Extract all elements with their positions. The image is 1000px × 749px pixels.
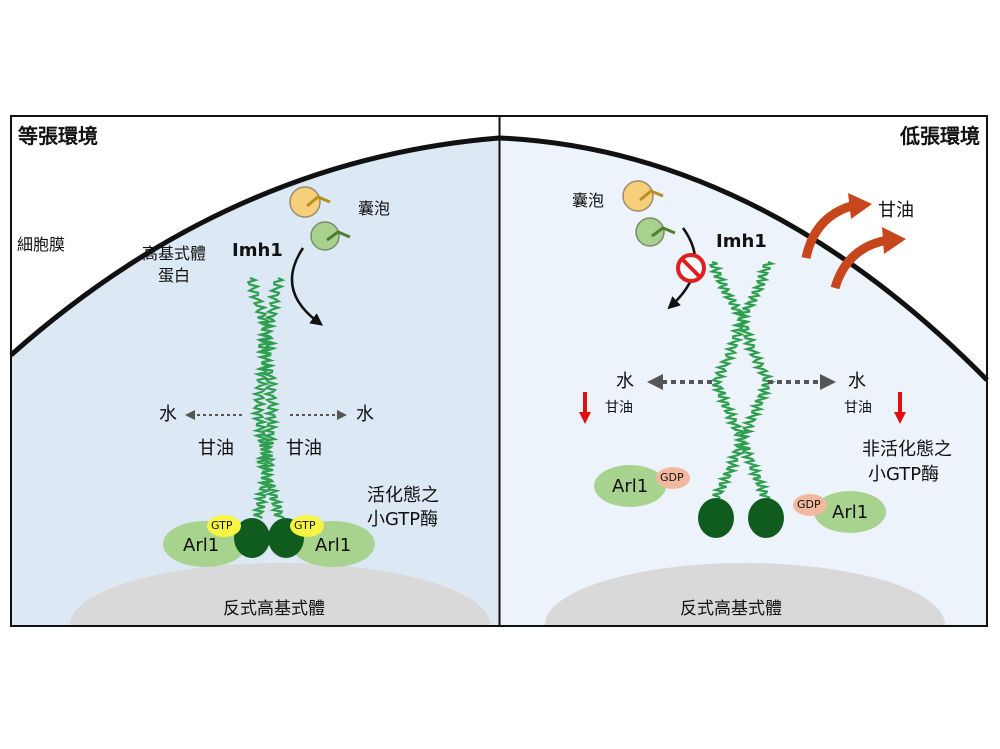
- right-tgn-label: 反式高基式體: [680, 599, 782, 619]
- left-glycerol-right: 甘油: [286, 438, 322, 459]
- vesicle-orange: [289, 186, 321, 218]
- gdp-right-badge: [793, 494, 827, 516]
- right-cell-membrane: [499, 135, 989, 382]
- left-panel: [11, 116, 499, 626]
- left-gtpase-label-line1: 活化態之: [367, 485, 439, 506]
- left-water-left: 水: [159, 404, 177, 425]
- right-gtpase-label-line2: 小GTP酶: [868, 464, 940, 485]
- arl1-left-body: [594, 465, 666, 507]
- vesicle-tail: [326, 230, 351, 242]
- right-imh1-label: Imh1: [716, 231, 767, 252]
- vesicle-tail: [651, 226, 676, 238]
- right-glycerol-right: 甘油: [844, 400, 872, 416]
- left-arl1-complex: [163, 515, 375, 567]
- gdp-left-label: GDP: [660, 471, 684, 484]
- golgin-label-line1: 高基式體: [142, 244, 207, 263]
- glycerol-outflow-arrows: [801, 193, 906, 290]
- left-tgn-label: 反式高基式體: [223, 599, 325, 619]
- right-glycerol-left: 甘油: [605, 400, 633, 416]
- gtp-left-label: GTP: [211, 519, 233, 532]
- left-tgn-body: [70, 563, 490, 626]
- left-panel-title: 等張環境: [18, 124, 98, 148]
- left-imh1-label: Imh1: [232, 240, 283, 261]
- vesicle-orange: [622, 180, 654, 212]
- vesicle-tail: [306, 195, 331, 208]
- left-cell-interior: [11, 138, 499, 626]
- gtp-right-label: GTP: [294, 519, 316, 532]
- arl1-left-label: Arl1: [183, 535, 220, 556]
- arl1-right-label: Arl1: [832, 502, 869, 523]
- arl1-right-body: [814, 491, 886, 533]
- prohibition-icon: [676, 253, 706, 283]
- golgin-head-right: [748, 498, 784, 538]
- left-cell-membrane: [9, 135, 500, 357]
- right-gtpase-label-line1: 非活化態之: [862, 439, 952, 460]
- left-vesicles: [289, 186, 351, 251]
- helix-strand: [708, 260, 750, 499]
- curved-arrow-icon: [290, 247, 324, 326]
- golgin-head-left: [234, 518, 270, 558]
- helix-strand: [254, 277, 286, 520]
- right-arl1-complex: [594, 465, 886, 538]
- right-water-right: 水: [848, 371, 866, 392]
- left-imh1-coil: [246, 276, 286, 520]
- helix-strand: [246, 276, 279, 519]
- gdp-left-badge: [656, 467, 690, 489]
- arl1-left-label: Arl1: [612, 476, 649, 497]
- left-gtpase-label-line2: 小GTP酶: [367, 509, 439, 530]
- left-glycerol-left: 甘油: [198, 438, 234, 459]
- glycerol-out-label: 甘油: [878, 200, 914, 221]
- right-vesicles: [622, 180, 676, 247]
- right-vesicle-label: 囊泡: [572, 191, 605, 210]
- left-water-right: 水: [356, 404, 374, 425]
- right-tgn-body: [545, 563, 945, 626]
- gdp-right-label: GDP: [797, 498, 821, 511]
- left-vesicle-label: 囊泡: [358, 199, 391, 218]
- gtp-left-badge: [207, 515, 241, 537]
- vesicle-green: [310, 221, 340, 251]
- vesicle-green: [635, 217, 665, 247]
- membrane-label: 細胞膜: [17, 235, 66, 254]
- golgin-label-line2: 蛋白: [158, 266, 191, 285]
- outflow-arrow-icon: [830, 235, 889, 290]
- arl1-right-label: Arl1: [315, 535, 352, 556]
- outflow-arrow-icon: [801, 200, 857, 260]
- vesicle-tail: [639, 189, 664, 202]
- right-panel-title: 低張環境: [900, 124, 980, 148]
- right-water-left: 水: [616, 371, 634, 392]
- golgin-head-left: [698, 498, 734, 538]
- gtp-right-badge: [290, 515, 324, 537]
